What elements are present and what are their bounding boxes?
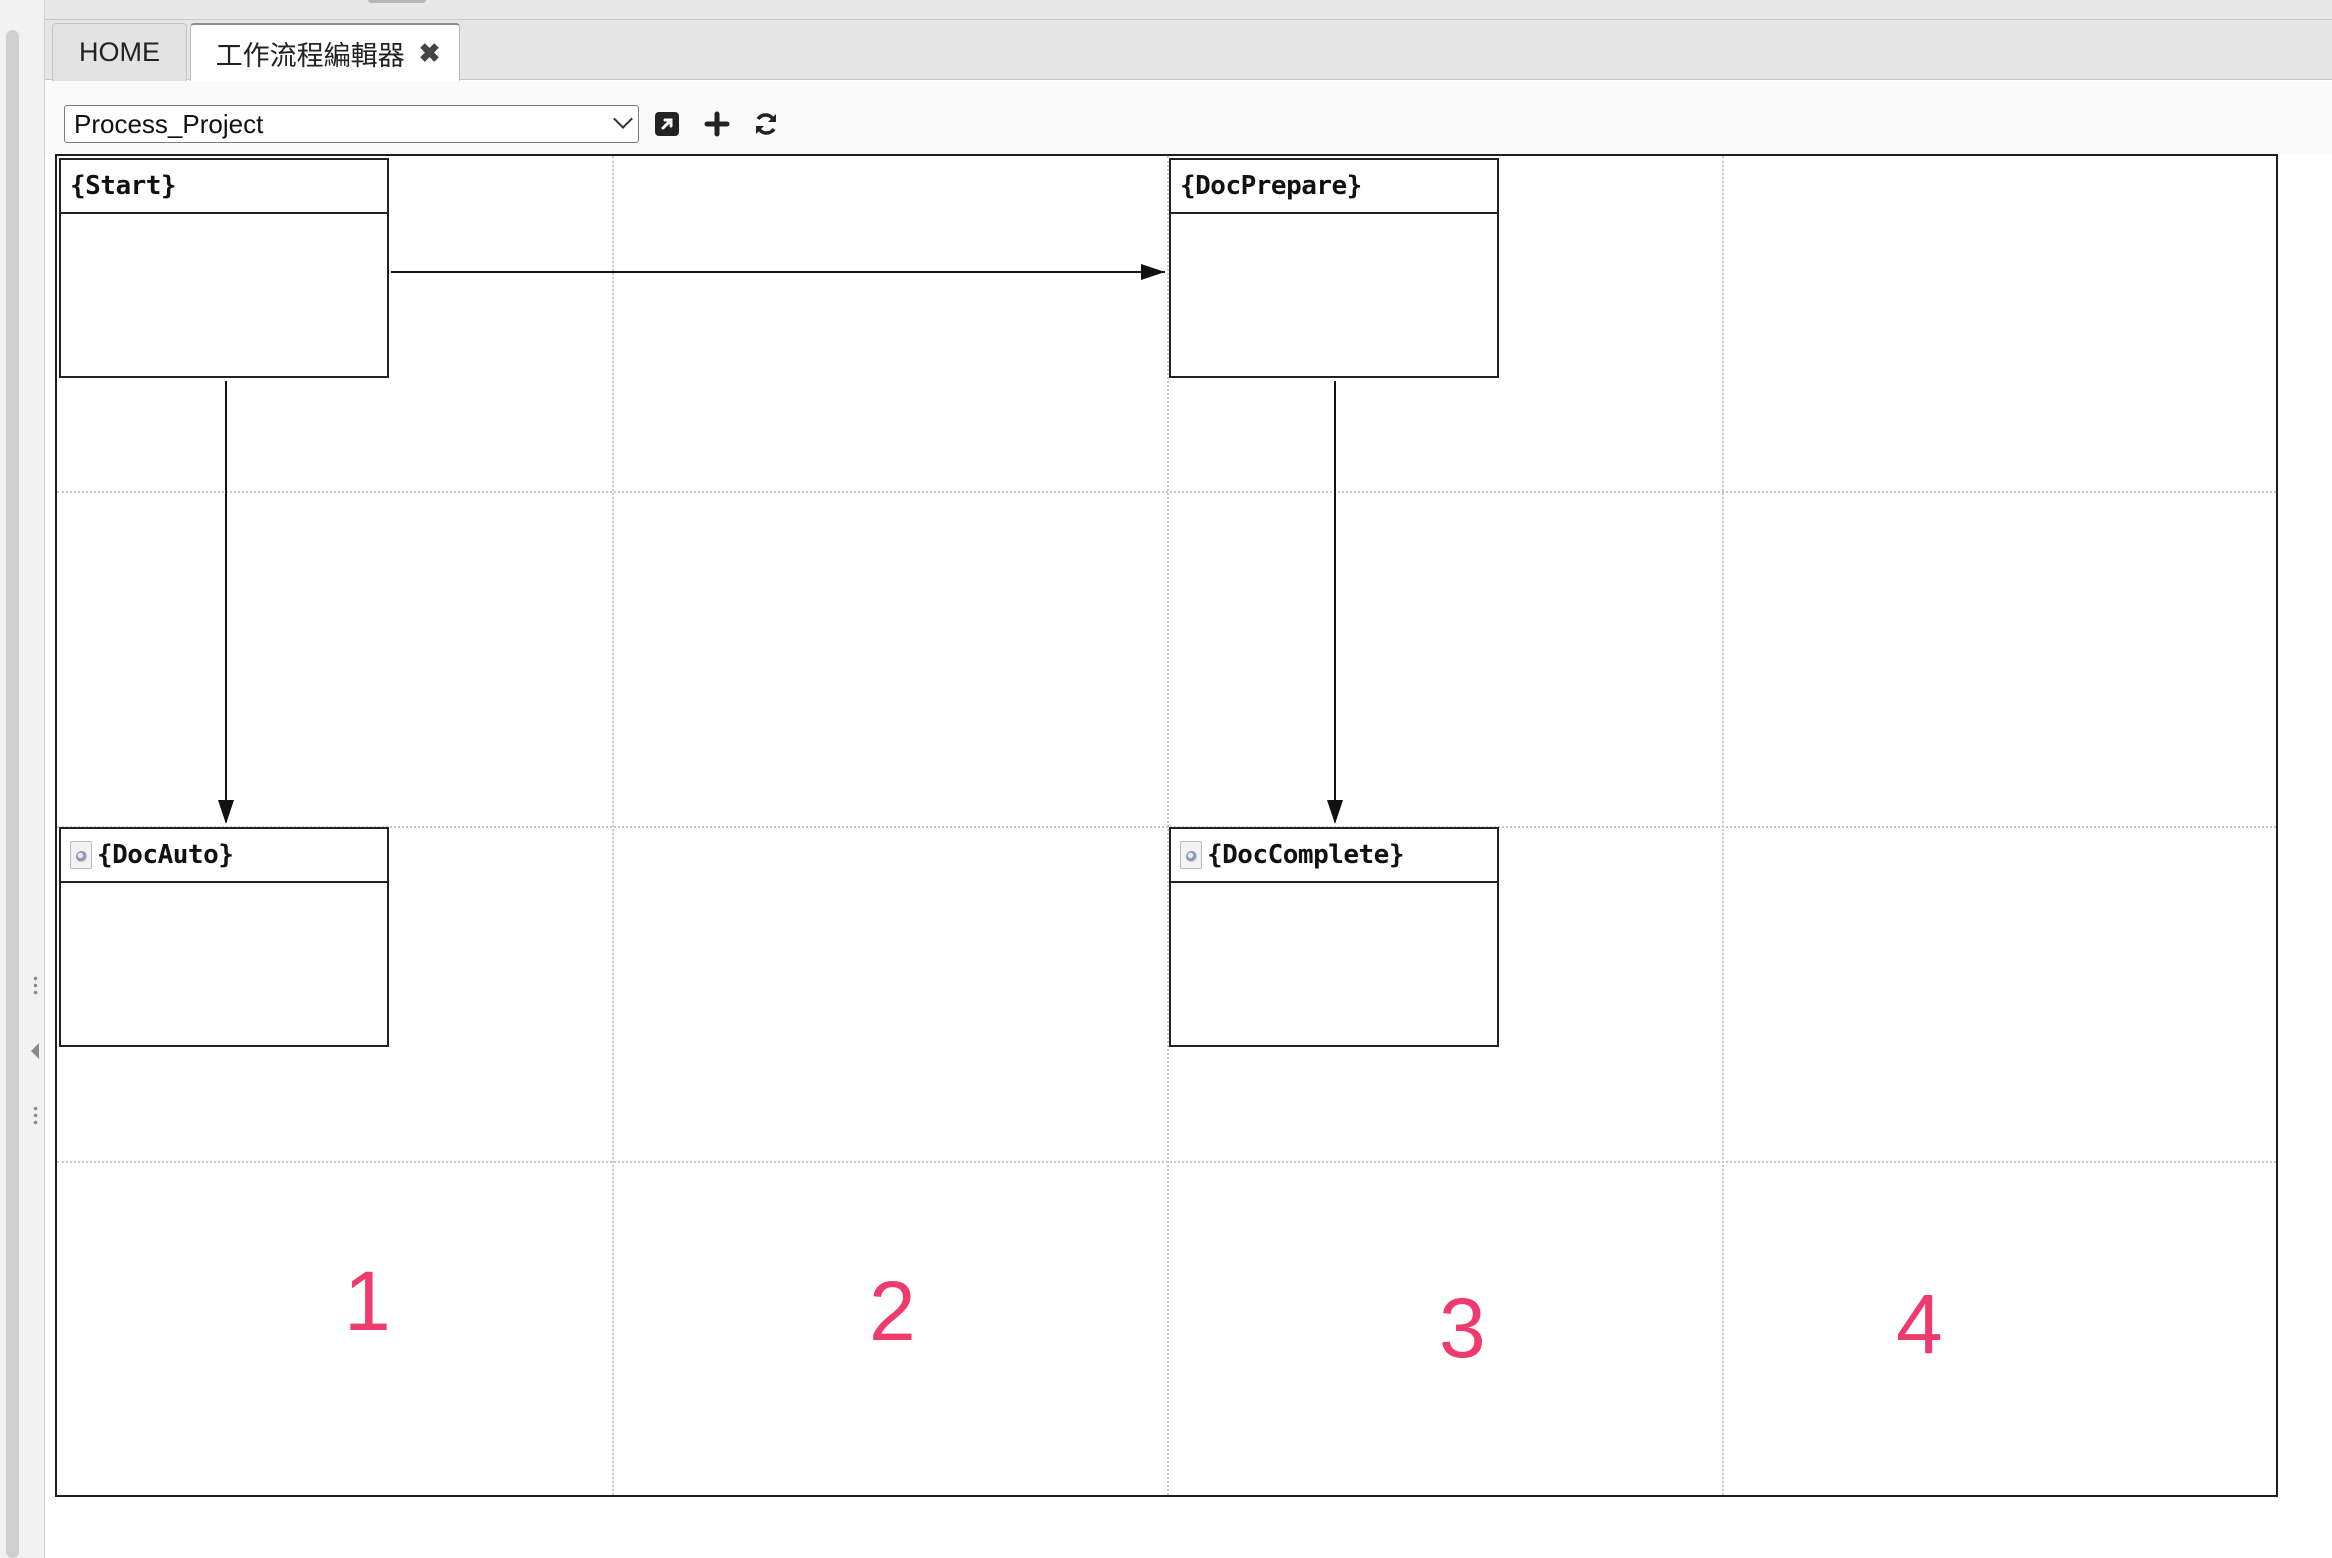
open-external-icon[interactable] (652, 109, 682, 139)
lane-number-1: 1 (344, 1254, 391, 1348)
node-label: {DocPrepare} (1180, 171, 1362, 201)
editor-toolbar: Process_Project (45, 81, 2332, 154)
automation-node-icon (1180, 841, 1202, 869)
process-select[interactable]: Process_Project (64, 105, 639, 143)
node-header: {DocComplete} (1171, 829, 1497, 883)
refresh-icon[interactable] (751, 109, 781, 139)
close-icon[interactable]: ✖ (418, 38, 441, 68)
row-divider (57, 826, 2276, 828)
splitter-handle[interactable] (30, 970, 40, 1130)
node-header: {DocAuto} (61, 829, 387, 883)
lane-number-4: 4 (1896, 1277, 1943, 1371)
add-icon[interactable] (702, 109, 732, 139)
arrowhead-down-icon (218, 800, 234, 824)
row-divider (57, 491, 2276, 493)
node-docprepare[interactable]: {DocPrepare} (1169, 158, 1499, 378)
grip-dots-icon (33, 1105, 38, 1125)
node-label: {Start} (70, 171, 177, 201)
lane-divider (1167, 156, 1169, 1495)
left-panel-strip (0, 0, 45, 1558)
connector-layer (218, 264, 1343, 824)
node-start[interactable]: {Start} (59, 158, 389, 378)
node-label: {DocAuto} (97, 840, 234, 870)
grip-dots-icon (33, 975, 38, 995)
top-chrome-bar (45, 0, 2332, 20)
chevron-down-icon (613, 109, 633, 129)
workflow-canvas[interactable]: {Start} {DocPrepare} {DocAuto} {DocCompl… (55, 154, 2278, 1497)
arrowhead-right-icon (1141, 264, 1165, 280)
tab-bar: HOME 工作流程編輯器 ✖ (45, 20, 2332, 82)
node-doccomplete[interactable]: {DocComplete} (1169, 827, 1499, 1047)
row-divider (57, 1161, 2276, 1163)
tab-workflow-editor[interactable]: 工作流程編輯器 ✖ (190, 23, 460, 82)
lane-number-2: 2 (869, 1264, 916, 1358)
top-scroll-thumb[interactable] (368, 0, 426, 3)
collapse-left-icon[interactable] (31, 1043, 39, 1059)
node-docauto[interactable]: {DocAuto} (59, 827, 389, 1047)
lane-divider (1722, 156, 1724, 1495)
lane-number-3: 3 (1439, 1281, 1486, 1375)
process-select-value: Process_Project (74, 109, 264, 139)
automation-node-icon (70, 841, 92, 869)
node-header: {Start} (61, 160, 387, 214)
tab-home[interactable]: HOME (52, 23, 187, 81)
node-header: {DocPrepare} (1171, 160, 1497, 214)
tab-workflow-editor-label: 工作流程編輯器 (215, 41, 405, 71)
node-label: {DocComplete} (1207, 840, 1405, 870)
lane-divider (612, 156, 614, 1495)
vertical-scrollbar[interactable] (6, 30, 19, 1558)
tab-home-label: HOME (79, 37, 160, 67)
arrowhead-down-icon (1327, 800, 1343, 824)
